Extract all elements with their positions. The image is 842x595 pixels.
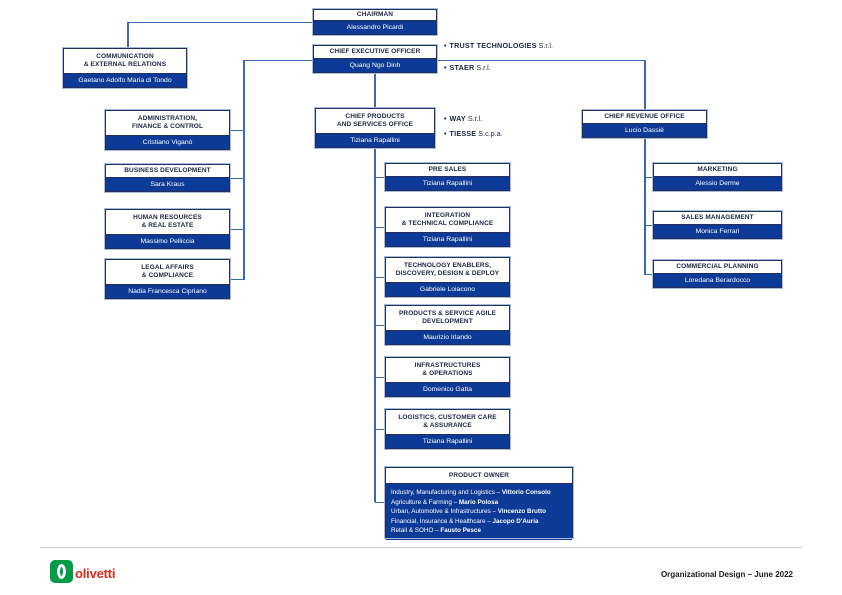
org-box-products-agile: PRODUCTS & SERVICE AGILE DEVELOPMENT Mau… — [384, 304, 511, 346]
connector-branch-logistics — [375, 428, 385, 430]
administration-title: ADMINISTRATION, FINANCE & CONTROL — [106, 111, 229, 135]
human-resources-name: Massimo Pelliccia — [106, 234, 229, 248]
business-development-name: Sara Kraus — [106, 177, 229, 191]
org-box-integration: INTEGRATION & TECHNICAL COMPLIANCE Tizia… — [384, 206, 511, 248]
product-owner-line: Retail & SOHO – Fausto Pesce — [391, 527, 481, 534]
marketing-name: Alessio Derme — [654, 176, 781, 190]
connector-communication-drop — [127, 21, 129, 49]
connector-branch-sales-management — [644, 224, 653, 226]
technology-enablers-title: TECHNOLOGY ENABLERS, DISCOVERY, DESIGN &… — [386, 258, 509, 282]
legal-affairs-title: LEGAL AFFAIRS & COMPLIANCE — [106, 260, 229, 284]
sales-management-title: SALES MANAGEMENT — [654, 212, 781, 224]
pre-sales-name: Tiziana Rapallini — [386, 176, 509, 190]
footer-divider — [40, 547, 802, 548]
connector-branch-pre-sales — [375, 176, 385, 178]
connector-chairman-left — [127, 21, 313, 23]
subsidiary-staer: •STAER S.r.l. — [442, 63, 493, 72]
product-owner-list: Industry, Manufacturing and Logistics – … — [386, 483, 572, 540]
olivetti-o-icon — [57, 564, 66, 579]
ceo-title: CHIEF EXECUTIVE OFFICER — [314, 46, 436, 58]
pre-sales-title: PRE SALES — [386, 164, 509, 176]
connector-cro-trunk — [644, 138, 646, 274]
logistics-name: Tiziana Rapallini — [386, 434, 509, 448]
connector-branch-commercial-planning — [644, 273, 653, 275]
org-box-chief-revenue: CHIEF REVENUE OFFICE Lucio Dassiè — [581, 109, 708, 139]
human-resources-title: HUMAN RESOURCES & REAL ESTATE — [106, 210, 229, 234]
bullet-icon: • — [444, 41, 447, 50]
connector-branch-administration — [230, 129, 243, 131]
connector-left-trunk — [243, 59, 245, 280]
olivetti-logo-icon — [50, 560, 73, 583]
business-development-title: BUSINESS DEVELOPMENT — [106, 165, 229, 177]
subsidiary-tiesse: •TIESSE S.c.p.a. — [442, 129, 505, 138]
products-agile-name: Maurizio Irlando — [386, 330, 509, 344]
connector-cpo-trunk — [374, 148, 376, 502]
subsidiary-way: •WAY S.r.l. — [442, 114, 485, 123]
chairman-name: Alessandro Picardi — [314, 20, 436, 34]
infrastructures-title: INFRASTRUCTURES & OPERATIONS — [386, 358, 509, 382]
chief-products-title: CHIEF PRODUCTS AND SERVICES OFFICE — [316, 109, 434, 133]
org-box-ceo: CHIEF EXECUTIVE OFFICER Quang Ngo Dinh — [312, 44, 438, 74]
connector-branch-legal-affairs — [230, 278, 243, 280]
ceo-name: Quang Ngo Dinh — [314, 58, 436, 72]
org-box-logistics: LOGISTICS, CUSTOMER CARE & ASSURANCE Tiz… — [384, 408, 511, 450]
chairman-title: CHAIRMAN — [314, 10, 436, 20]
bullet-icon: • — [444, 129, 447, 138]
connector-branch-marketing — [644, 176, 653, 178]
communication-name: Gaetano Adolfo Maria di Tondo — [64, 73, 186, 87]
commercial-planning-name: Loredana Berardocco — [654, 273, 781, 287]
org-box-human-resources: HUMAN RESOURCES & REAL ESTATE Massimo Pe… — [104, 208, 231, 250]
org-box-commercial-planning: COMMERCIAL PLANNING Loredana Berardocco — [652, 259, 783, 289]
connector-branch-product-owner — [375, 501, 385, 503]
org-box-infrastructures: INFRASTRUCTURES & OPERATIONS Domenico Ga… — [384, 356, 511, 398]
subsidiary-trust-technologies: •TRUST TECHNOLOGIES S.r.l. — [442, 41, 555, 50]
connector-branch-technology-enablers — [375, 276, 385, 278]
org-box-pre-sales: PRE SALES Tiziana Rapallini — [384, 162, 511, 192]
connector-ceo-right — [437, 59, 645, 61]
connector-branch-business-development — [230, 177, 243, 179]
org-box-administration: ADMINISTRATION, FINANCE & CONTROL Cristi… — [104, 109, 231, 151]
org-box-sales-management: SALES MANAGEMENT Monica Ferrari — [652, 210, 783, 240]
connector-branch-infrastructures — [375, 376, 385, 378]
org-box-product-owner: PRODUCT OWNER Industry, Manufacturing an… — [384, 466, 574, 540]
marketing-title: MARKETING — [654, 164, 781, 176]
legal-affairs-name: Nadia Francesca Cipriano — [106, 284, 229, 298]
chief-products-name: Tiziana Rapallini — [316, 133, 434, 147]
org-box-chief-products: CHIEF PRODUCTS AND SERVICES OFFICE Tizia… — [314, 107, 436, 149]
footer-note: Organizational Design – June 2022 — [660, 570, 793, 579]
integration-name: Tiziana Rapallini — [386, 232, 509, 246]
olivetti-logo: olivetti — [50, 560, 115, 583]
product-owner-line: Industry, Manufacturing and Logistics – … — [391, 489, 551, 496]
chief-revenue-title: CHIEF REVENUE OFFICE — [583, 111, 706, 123]
connector-branch-human-resources — [230, 228, 243, 230]
product-owner-line: Financial, Insurance & Healthcare – Jaco… — [391, 517, 539, 525]
connector-ceo-left — [243, 59, 313, 61]
org-box-marketing: MARKETING Alessio Derme — [652, 162, 783, 192]
connector-branch-products-agile — [375, 324, 385, 326]
org-box-business-development: BUSINESS DEVELOPMENT Sara Kraus — [104, 163, 231, 193]
technology-enablers-name: Gabriele Loiacono — [386, 282, 509, 296]
administration-name: Cristiano Viganò — [106, 135, 229, 149]
org-box-legal-affairs: LEGAL AFFAIRS & COMPLIANCE Nadia Frances… — [104, 258, 231, 300]
commercial-planning-title: COMMERCIAL PLANNING — [654, 261, 781, 273]
integration-title: INTEGRATION & TECHNICAL COMPLIANCE — [386, 208, 509, 232]
products-agile-title: PRODUCTS & SERVICE AGILE DEVELOPMENT — [386, 306, 509, 330]
product-owner-line: Urban, Automotive & Infrastructures – Vi… — [391, 508, 546, 515]
sales-management-name: Monica Ferrari — [654, 224, 781, 238]
org-box-communication: COMMUNICATION & EXTERNAL RELATIONS Gaeta… — [62, 47, 188, 89]
logistics-title: LOGISTICS, CUSTOMER CARE & ASSURANCE — [386, 410, 509, 434]
bullet-icon: • — [444, 114, 447, 123]
infrastructures-name: Domenico Gatta — [386, 382, 509, 396]
connector-branch-integration — [375, 226, 385, 228]
product-owner-title: PRODUCT OWNER — [386, 468, 572, 483]
connector-ceo-to-cpo — [374, 73, 376, 108]
chief-revenue-name: Lucio Dassiè — [583, 123, 706, 137]
org-box-technology-enablers: TECHNOLOGY ENABLERS, DISCOVERY, DESIGN &… — [384, 256, 511, 298]
olivetti-wordmark: olivetti — [75, 566, 116, 581]
connector-cro-drop — [644, 59, 646, 111]
bullet-icon: • — [444, 63, 447, 72]
org-box-chairman: CHAIRMAN Alessandro Picardi — [312, 8, 438, 36]
product-owner-line: Agriculture & Farming – Mario Polosa — [391, 498, 499, 506]
communication-title: COMMUNICATION & EXTERNAL RELATIONS — [64, 49, 186, 73]
